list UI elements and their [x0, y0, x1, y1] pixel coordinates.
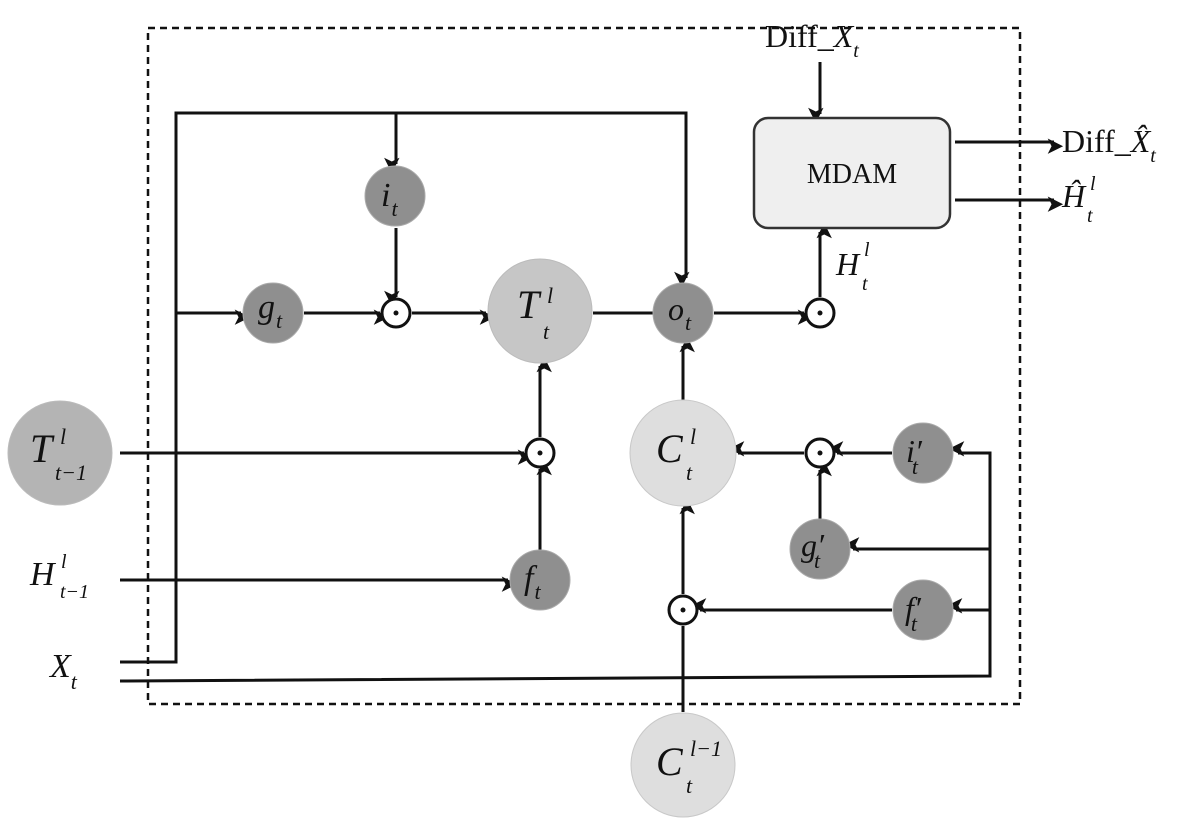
nodes: [7, 165, 954, 818]
label-g-prime: g′t: [801, 527, 825, 573]
node-C: [629, 399, 737, 507]
odot-icon: [804, 297, 836, 329]
label-C-below-sub: t: [686, 773, 693, 798]
odot-icon: [524, 437, 556, 469]
node-g: [242, 282, 304, 344]
label-C-sup: l: [690, 424, 696, 449]
label-f-prime: f′t: [905, 590, 922, 636]
node-i: [364, 165, 426, 227]
label-o: ot: [668, 291, 692, 335]
node-T: [487, 258, 593, 364]
mdam-module: [752, 116, 952, 230]
label-Ht-sup: l: [864, 239, 870, 261]
label-i: it: [381, 177, 398, 221]
label-diff-xhat: Diff_X̂t: [1062, 123, 1156, 167]
hadamard-operators: [380, 297, 836, 626]
node-g-prime: [789, 518, 851, 580]
connections: [119, 62, 1064, 712]
label-Ht-sub: t: [862, 273, 868, 295]
label-C-sub: t: [686, 460, 693, 485]
label-H-prev-sub: t−1: [60, 581, 89, 603]
label-C: C: [656, 426, 684, 471]
label-C-below: C: [656, 739, 684, 784]
label-Hhat-sup: l: [1090, 173, 1096, 195]
odot-icon: [667, 594, 699, 626]
cell-boundary: [146, 26, 1022, 706]
label-T: T: [517, 282, 542, 327]
label-g: gt: [258, 289, 283, 333]
node-f-prime: [892, 579, 954, 641]
odot-icon: [804, 437, 836, 469]
odot-icon: [380, 297, 412, 329]
label-Hhat: Ĥ: [1061, 178, 1087, 214]
label-Hhat-sub: t: [1087, 205, 1093, 227]
label-Ht: H: [835, 246, 861, 282]
label-T-sup: l: [547, 283, 553, 308]
node-C-below: [630, 712, 736, 818]
label-T-prev-sub: t−1: [55, 460, 87, 485]
xt-to-ot-line: [120, 111, 690, 664]
label-i-prime: i′t: [906, 433, 923, 479]
node-i-prime: [892, 422, 954, 484]
label-H-prev-sup: l: [61, 551, 67, 573]
node-T-prev: [7, 400, 113, 506]
mdam-label: MDAM: [807, 159, 897, 190]
label-C-below-sup: l−1: [690, 736, 722, 761]
label-T-sub: t: [543, 319, 550, 344]
label-T-prev: T: [30, 426, 55, 471]
label-T-prev-sup: l: [60, 424, 66, 449]
xt-to-i2-line: [119, 441, 992, 683]
node-f: [509, 549, 571, 611]
label-diff-x: Diff_Xt: [765, 18, 859, 62]
label-H-prev: H: [29, 556, 57, 593]
node-o: [652, 282, 714, 344]
label-Xt: Xt: [48, 648, 78, 694]
